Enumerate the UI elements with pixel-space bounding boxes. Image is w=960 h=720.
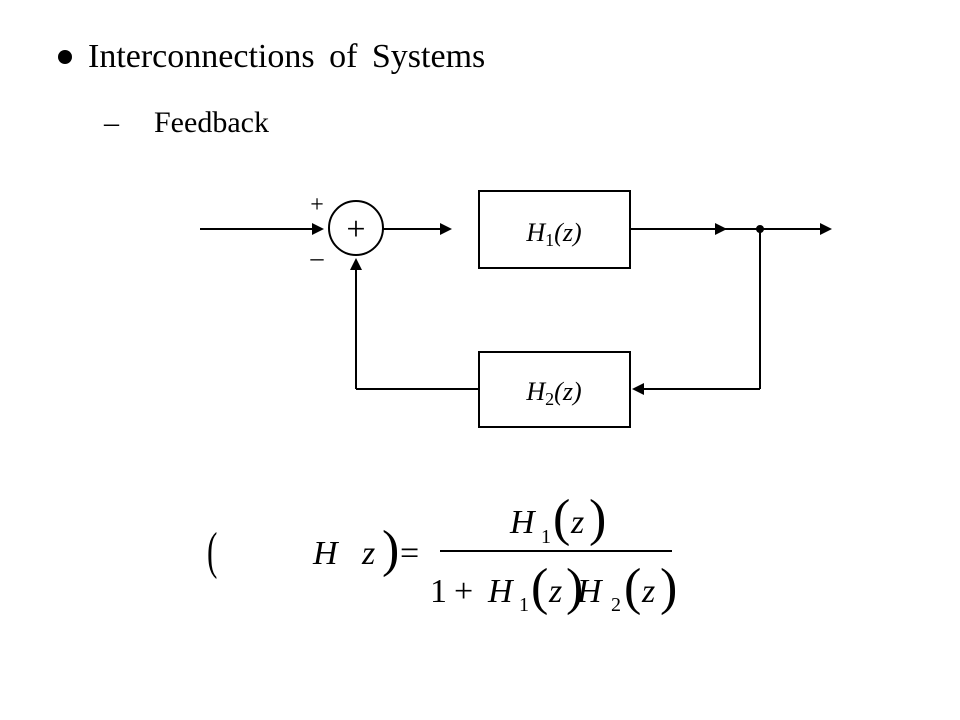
eq-equals: =	[400, 535, 419, 572]
slide-title: Interconnections of Systems	[88, 38, 486, 75]
eq-num-rparen: )	[589, 490, 606, 547]
h2-sub: 2	[545, 389, 554, 409]
summer-plus-symbol: +	[346, 211, 365, 248]
h1-label: H1(z)	[525, 218, 581, 250]
eq-den-z1: z	[548, 573, 562, 610]
eq-num-lparen: (	[553, 490, 570, 547]
h2-label: H2(z)	[525, 377, 581, 409]
slide-subtitle: Feedback	[154, 106, 269, 139]
arrow-after-h1	[715, 223, 727, 235]
eq-den-sub1: 1	[519, 594, 529, 616]
h1-h: H	[525, 218, 546, 247]
eq-lhs-lparen: (	[207, 523, 217, 580]
eq-den-sub2: 2	[611, 594, 621, 616]
bullet-item: Interconnections of Systems	[58, 38, 485, 76]
eq-den-one: 1	[430, 573, 447, 610]
arrow-output	[820, 223, 832, 235]
bullet-dot	[58, 50, 72, 64]
eq-den-plus: +	[454, 573, 473, 610]
eq-lhs-rparen: )	[382, 521, 399, 578]
arrow-into-h1	[440, 223, 452, 235]
eq-num-h: H	[509, 504, 537, 541]
eq-num-sub: 1	[541, 526, 551, 548]
branch-point	[756, 225, 764, 233]
eq-den-h2: H	[576, 573, 604, 610]
sub-bullet-item: – Feedback	[104, 106, 269, 140]
arrow-into-h2	[632, 383, 644, 395]
minus-sign-label: –	[310, 243, 325, 272]
h1-sub: 1	[545, 230, 554, 250]
sub-bullet-dash: –	[104, 106, 119, 139]
arrow-into-summer	[312, 223, 324, 235]
eq-den-rparen2: )	[660, 559, 677, 616]
h1-arg: (z)	[554, 218, 581, 247]
eq-den-rparen1: )	[566, 559, 583, 616]
eq-lhs-z: z	[361, 535, 375, 572]
eq-lhs-h: H	[312, 535, 340, 572]
eq-den-h1: H	[487, 573, 515, 610]
eq-num-z: z	[570, 504, 584, 541]
eq-den-lparen1: (	[531, 559, 548, 616]
h2-arg: (z)	[554, 377, 581, 406]
h2-h: H	[525, 377, 546, 406]
transfer-function-equation: H ( z ) = H 1 ( z ) 1 + H 1 ( z ) H 2 ( …	[207, 490, 677, 616]
arrow-feedback-into-summer	[350, 258, 362, 270]
eq-den-lparen2: (	[624, 559, 641, 616]
plus-sign-label: +	[310, 192, 324, 218]
eq-den-z2: z	[641, 573, 655, 610]
